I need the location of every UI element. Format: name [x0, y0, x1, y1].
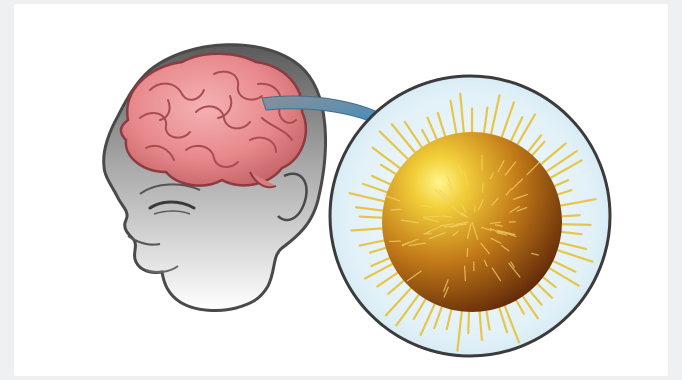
- particle-streak: [482, 184, 483, 192]
- brain-icon: [121, 54, 306, 188]
- particle-streak: [465, 266, 466, 280]
- particle-streak: [391, 209, 401, 210]
- particle-streak: [423, 216, 440, 217]
- particle-spike: [558, 224, 591, 225]
